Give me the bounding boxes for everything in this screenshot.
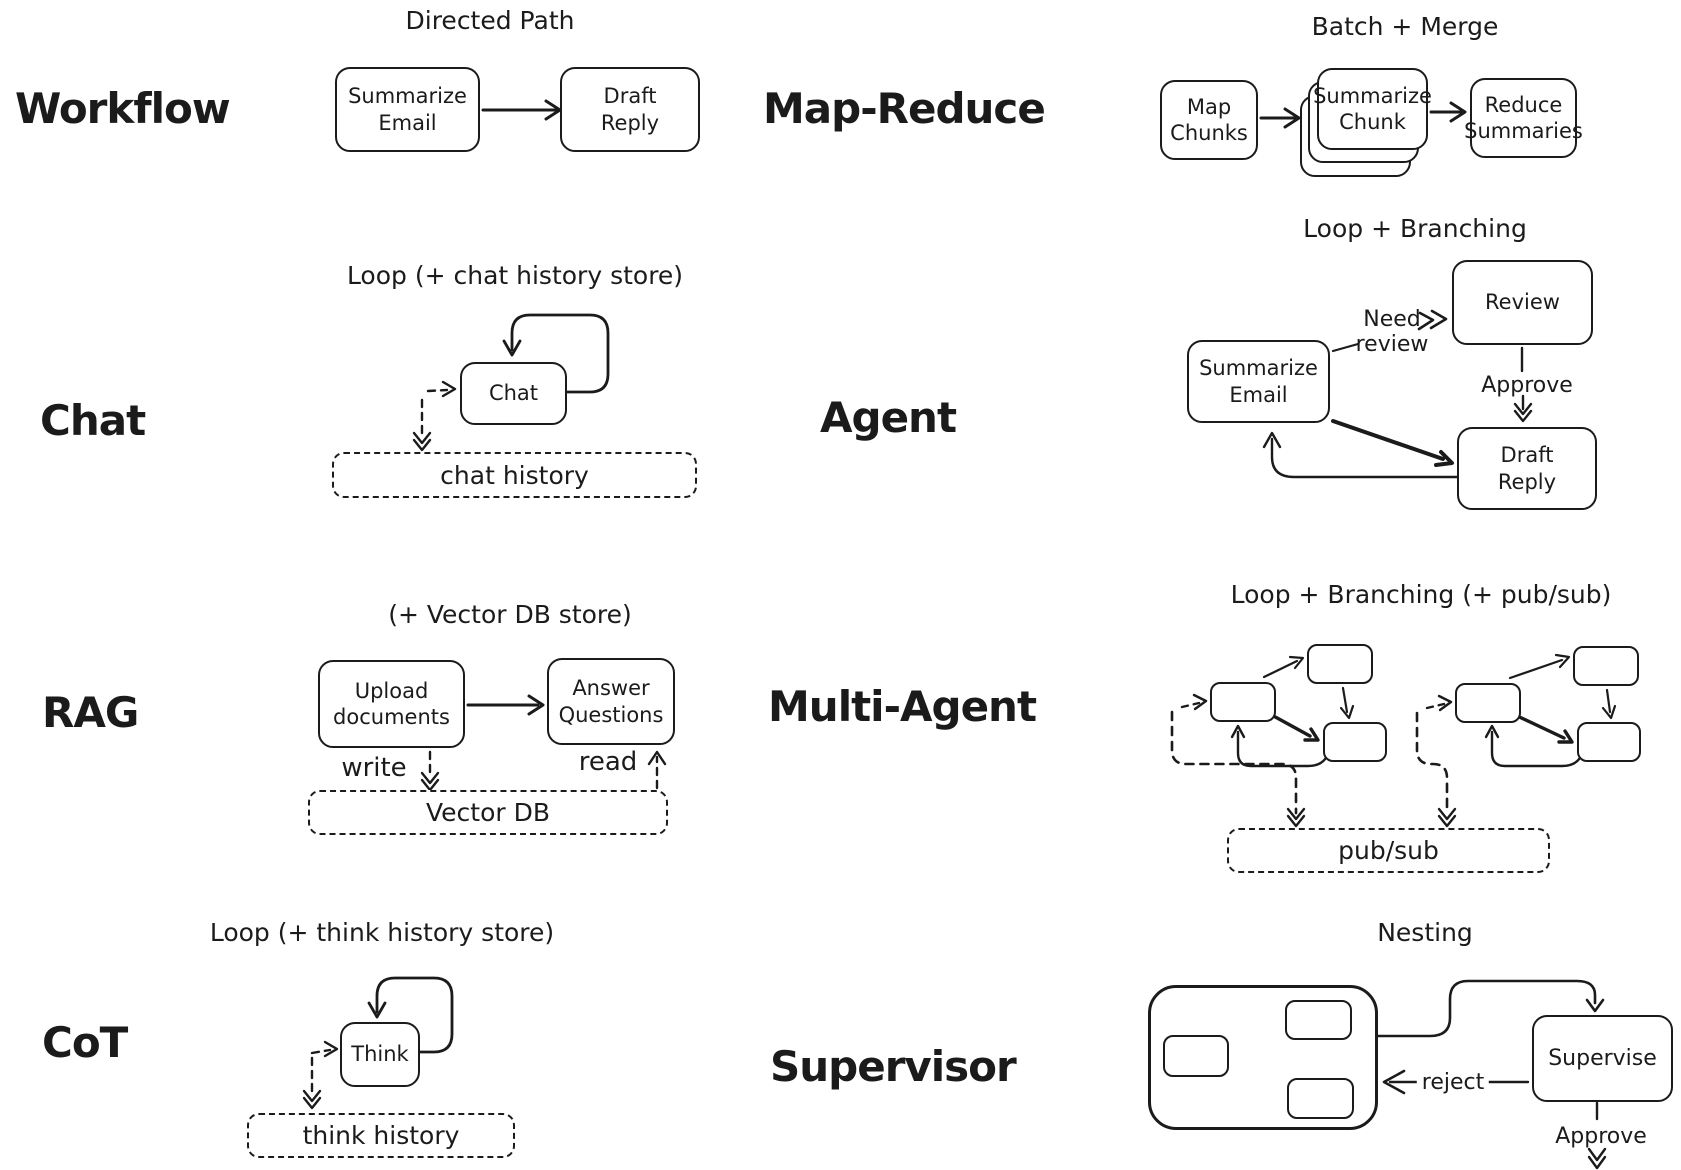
section-title-supervisor: Nesting: [1377, 918, 1473, 947]
multi-agent-c1-bottom-box: [1323, 722, 1387, 762]
edge-label-reject: reject: [1416, 1070, 1490, 1096]
multi-agent-c2-bottom-box: [1577, 722, 1641, 762]
node-rag-answer-questions: Answer Questions: [547, 658, 675, 745]
section-label-rag: RAG: [42, 688, 139, 737]
node-workflow-summarize-email: Summarize Email: [335, 67, 480, 152]
store-think-history: think history: [247, 1113, 515, 1158]
agent-arrows: [1262, 309, 1533, 479]
multi-agent-c1-top-box: [1307, 644, 1373, 684]
store-pub-sub: pub/sub: [1227, 828, 1550, 873]
section-label-agent: Agent: [820, 393, 957, 442]
node-workflow-draft-reply: Draft Reply: [560, 67, 700, 152]
edge-label-agent-approve: Approve: [1481, 373, 1573, 398]
section-title-rag: (+ Vector DB store): [388, 600, 632, 629]
multi-agent-cluster1-arrows: [1170, 655, 1355, 828]
section-label-map-reduce: Map-Reduce: [763, 84, 1046, 133]
supervisor-left-box: [1163, 1035, 1229, 1077]
node-summarize-chunk: Summarize Chunk: [1313, 68, 1432, 150]
cot-store-arrows: [302, 1040, 339, 1110]
node-chat: Chat: [460, 362, 567, 425]
node-agent-review: Review: [1452, 260, 1593, 345]
section-title-map-reduce: Batch + Merge: [1311, 12, 1499, 41]
section-title-workflow: Directed Path: [405, 6, 575, 35]
section-label-cot: CoT: [42, 1018, 128, 1067]
node-think: Think: [340, 1022, 420, 1087]
supervisor-top-box: [1285, 1000, 1352, 1040]
cot-loop-arrow: [367, 976, 454, 1054]
multi-agent-c2-left-box: [1455, 683, 1521, 723]
rag-arrows: [420, 694, 667, 792]
chat-store-arrows: [412, 380, 457, 452]
store-vector-db: Vector DB: [308, 790, 668, 835]
supervisor-bottom-box: [1287, 1078, 1354, 1119]
section-title-cot: Loop (+ think history store): [209, 918, 555, 947]
node-supervise: Supervise: [1532, 1015, 1673, 1102]
section-label-supervisor: Supervisor: [770, 1042, 1017, 1091]
section-label-multi-agent: Multi-Agent: [768, 682, 1037, 731]
node-rag-upload-documents: Upload documents: [318, 660, 465, 748]
edge-label-read: read: [578, 747, 638, 777]
edge-label-write: write: [341, 753, 407, 783]
section-title-chat: Loop (+ chat history store): [346, 261, 684, 290]
section-label-workflow: Workflow: [15, 84, 231, 133]
section-title-multi-agent: Loop + Branching (+ pub/sub): [1230, 580, 1612, 609]
node-map-chunks: Map Chunks: [1160, 80, 1258, 160]
store-chat-history: chat history: [332, 452, 697, 498]
multi-agent-cluster2-arrows: [1415, 653, 1617, 828]
chat-loop-arrow: [502, 313, 610, 394]
multi-agent-c2-top-box: [1573, 646, 1639, 686]
node-agent-summarize-email: Summarize Email: [1187, 340, 1330, 423]
section-title-agent: Loop + Branching: [1303, 214, 1527, 243]
node-reduce-summaries: Reduce Summaries: [1464, 78, 1583, 158]
map-reduce-arrows: [1259, 101, 1467, 129]
edge-label-need-review: Need review: [1355, 307, 1429, 358]
workflow-arrow: [481, 99, 562, 121]
node-agent-draft-reply: Draft Reply: [1457, 427, 1597, 510]
edge-label-supervisor-approve: Approve: [1555, 1124, 1647, 1149]
multi-agent-c1-left-box: [1210, 682, 1276, 722]
section-label-chat: Chat: [40, 396, 146, 445]
